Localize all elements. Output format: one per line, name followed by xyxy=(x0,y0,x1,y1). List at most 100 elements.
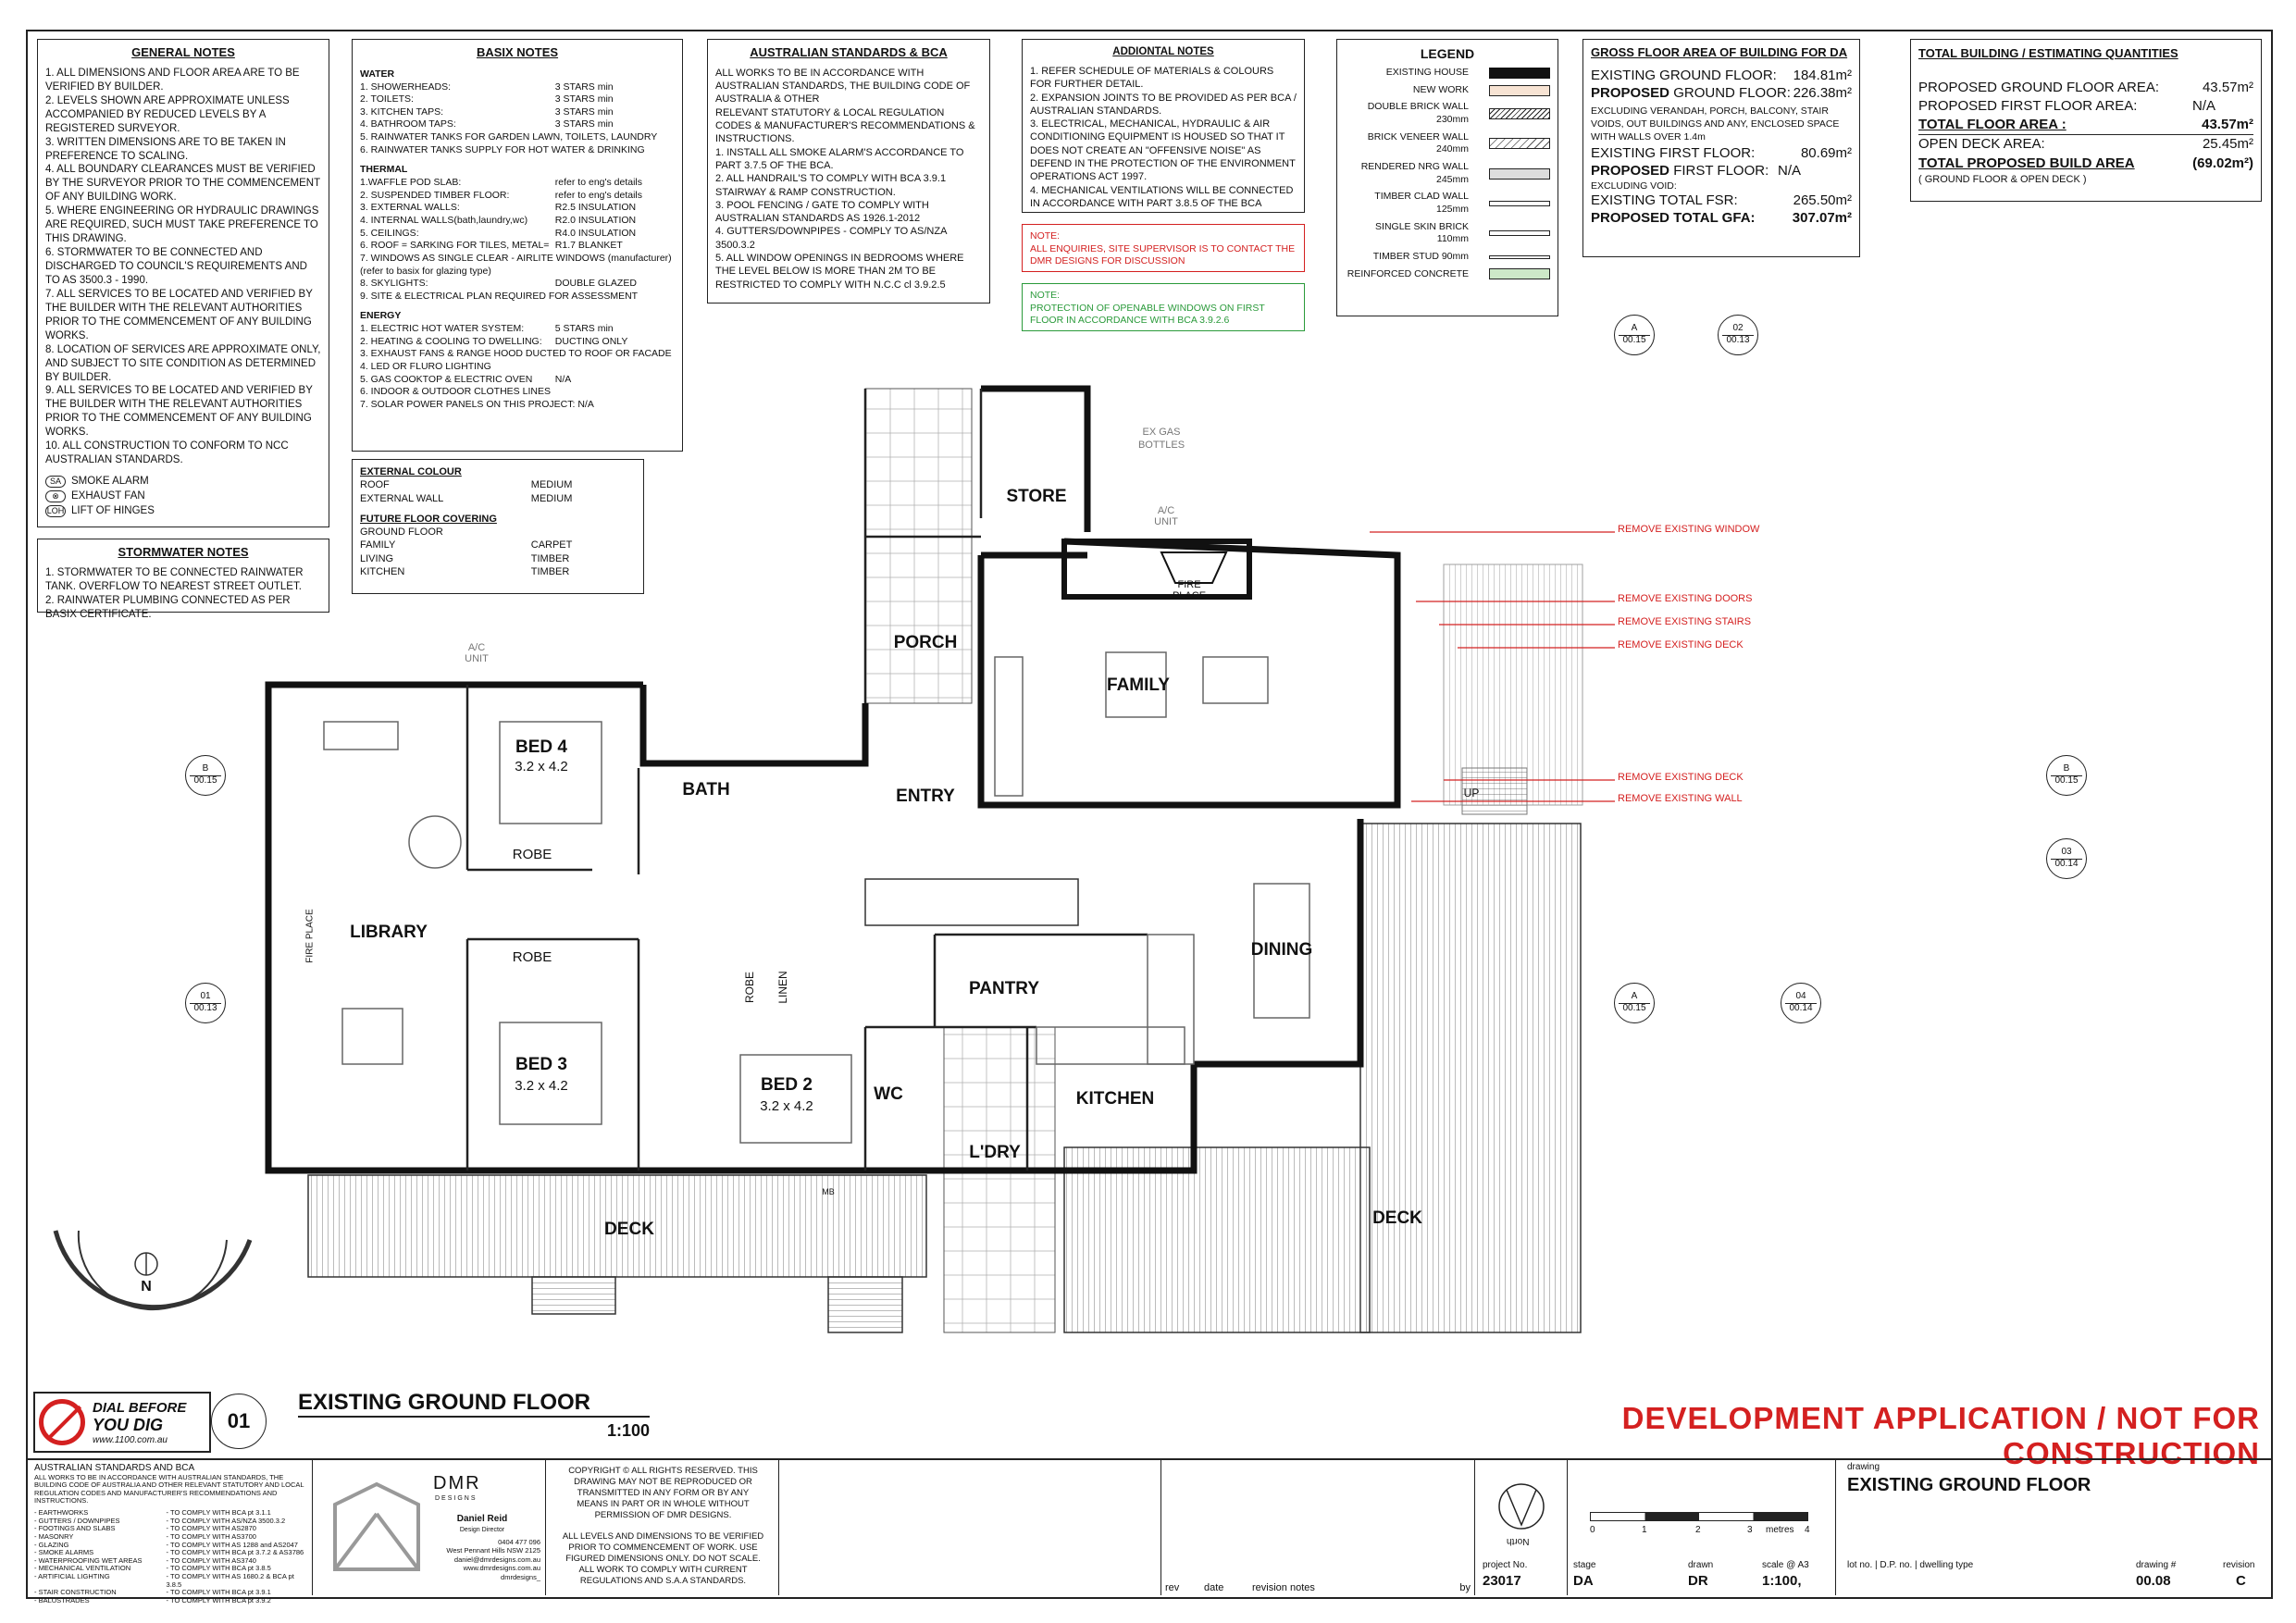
basix-thermal-row-label: 2. SUSPENDED TIMBER FLOOR: xyxy=(360,189,510,201)
general-note-item: 4. ALL BOUNDARY CLEARANCES MUST BE VERIF… xyxy=(45,164,320,204)
qty-row-3: TOTAL FLOOR AREA :43.57m² xyxy=(1918,116,2253,136)
green-note-title: NOTE: xyxy=(1030,290,1061,301)
basix-thermal-row-value: refer to eng's details xyxy=(554,189,643,201)
additional-notes-list: 1. REFER SCHEDULE OF MATERIALS & COLOURS… xyxy=(1030,65,1297,210)
laundry-tiles xyxy=(943,1026,1056,1333)
bed3-bed xyxy=(499,1022,602,1125)
fireplace-block xyxy=(1061,539,1252,600)
existing-walls xyxy=(265,385,1401,1174)
legend-swatch xyxy=(1489,268,1550,280)
tb-standard-row: - BALUSTRADES- TO COMPLY WITH BCA pt 3.9… xyxy=(34,1596,309,1605)
tb-standard-item: - MECHANICAL VENTILATION xyxy=(34,1564,131,1573)
demolition-note: REMOVE EXISTING DECK xyxy=(1618,772,1744,783)
stair-up-label: UP xyxy=(1463,787,1480,799)
scale-bar-label: metres xyxy=(1766,1525,1794,1535)
basix-energy-row-label: 2. HEATING & COOLING TO DWELLING: xyxy=(360,335,542,347)
basix-water-row-value: 3 STARS min xyxy=(554,118,614,130)
section-marker-ref: 00.13 xyxy=(1722,334,1754,346)
stormwater-notes-title: STORMWATER NOTES xyxy=(118,545,249,559)
external-colour-row-value: MEDIUM xyxy=(530,492,573,504)
family-sofa xyxy=(994,656,1024,797)
tb-standard-item: - EARTHWORKS xyxy=(34,1508,89,1517)
room-bed2: BED 2 xyxy=(761,1075,813,1095)
tb-standard-row: - WATERPROOFING WET AREAS- TO COMPLY WIT… xyxy=(34,1556,309,1566)
general-notes-title: GENERAL NOTES xyxy=(131,45,235,59)
legend-swatch xyxy=(1489,230,1550,237)
tb-drawing: drawing EXISTING GROUND FLOOR lot no. | … xyxy=(1836,1460,2271,1595)
legend-row: RENDERED NRG WALL 245mm xyxy=(1345,161,1550,186)
tb-copyright: COPYRIGHT © ALL RIGHTS RESERVED. THIS DR… xyxy=(548,1460,779,1595)
library-table xyxy=(408,815,462,869)
tb-by-label: by xyxy=(1459,1582,1471,1593)
family-sofa-2 xyxy=(1202,656,1269,704)
tb-standard-item: - MASONRY xyxy=(34,1531,74,1541)
legend-swatch xyxy=(1489,68,1550,79)
tb-standard-ref: - TO COMPLY WITH AS2870 xyxy=(166,1524,256,1533)
basix-energy-list: 1. ELECTRIC HOT WATER SYSTEM:5 STARS min… xyxy=(360,323,675,411)
qty-row-2: PROPOSED FIRST FLOOR AREA:N/A xyxy=(1918,97,2216,114)
legend-swatch xyxy=(1489,138,1550,150)
tb-drawing-label: drawing xyxy=(1847,1462,1880,1472)
aus-standard-item: RELEVANT STATUTORY & LOCAL REGULATION CO… xyxy=(715,106,975,145)
general-note-item: 3. WRITTEN DIMENSIONS ARE TO BE TAKEN IN… xyxy=(45,136,286,162)
porch-tiles xyxy=(864,388,973,704)
stormwater-note-item: 2. RAINWATER PLUMBING CONNECTED AS PER B… xyxy=(45,594,291,620)
scale-bar-label: 3 xyxy=(1747,1525,1753,1535)
legend-swatch xyxy=(1489,108,1550,120)
tb-standard-item: - GLAZING xyxy=(34,1540,69,1549)
basix-energy-extra: 6. INDOOR & OUTDOOR CLOTHES LINES xyxy=(360,386,551,398)
general-note-item: 1. ALL DIMENSIONS AND FLOOR AREA ARE TO … xyxy=(45,67,300,93)
tb-company: DMR DESIGNS Daniel Reid Design Director … xyxy=(315,1460,546,1595)
tb-standard-row: - MECHANICAL VENTILATION- TO COMPLY WITH… xyxy=(34,1565,309,1573)
room-bed3: BED 3 xyxy=(515,1055,567,1074)
qty-row-4: OPEN DECK AREA:25.45m² xyxy=(1918,136,2253,153)
title-block xyxy=(28,1458,2271,1599)
australian-standards-list: ALL WORKS TO BE IN ACCORDANCE WITH AUSTR… xyxy=(715,67,982,291)
basix-thermal-row: 6. ROOF = SARKING FOR TILES, METAL=R1.7 … xyxy=(360,240,675,253)
basix-energy-row-label: 5. GAS COOKTOP & ELECTRIC OVEN xyxy=(360,373,533,385)
basix-water-row: 1. SHOWERHEADS:3 STARS min xyxy=(360,81,675,94)
library-sofa xyxy=(323,721,399,750)
basix-notes-title: BASIX NOTES xyxy=(476,45,559,59)
general-note-item: 7. ALL SERVICES TO BE LOCATED AND VERIFI… xyxy=(45,288,313,341)
legend-row: REINFORCED CONCRETE xyxy=(1345,268,1550,281)
basix-thermal-row: 8. SKYLIGHTS:DOUBLE GLAZED xyxy=(360,278,675,291)
section-marker-ref: 00.14 xyxy=(1785,1002,1817,1014)
scale-bar-label: 4 xyxy=(1805,1525,1810,1535)
tb-drawing-no: 00.08 xyxy=(2136,1573,2171,1589)
floor-covering-row-label: KITCHEN xyxy=(360,566,405,578)
tb-project: North project No. 23017 xyxy=(1475,1460,1568,1595)
section-marker-ref: 00.15 xyxy=(1619,1002,1650,1014)
ac-unit-label: A/C UNIT xyxy=(465,642,489,664)
tb-standard-row: - GLAZING- TO COMPLY WITH AS 1288 and AS… xyxy=(34,1540,309,1550)
qty-row-6: ( GROUND FLOOR & OPEN DECK ) xyxy=(1918,173,2087,185)
general-note-item: 8. LOCATION OF SERVICES ARE APPROXIMATE … xyxy=(45,343,321,383)
dial-before-you-dig: DIAL BEFORE YOU DIG www.1100.com.au xyxy=(33,1392,211,1453)
room-robe-bed4: ROBE xyxy=(512,847,552,862)
legend-label: SINGLE SKIN BRICK 110mm xyxy=(1375,220,1469,245)
gfa-proposed-total: PROPOSED TOTAL GFA:307.07m² xyxy=(1591,209,1852,226)
additional-note-item: 3. ELECTRICAL, MECHANICAL, HYDRAULIC & A… xyxy=(1030,118,1296,183)
basix-water-row: 3. KITCHEN TAPS:3 STARS min xyxy=(360,106,675,119)
legend-swatch xyxy=(1489,167,1550,180)
room-dining: DINING xyxy=(1250,940,1313,960)
tb-standard-item: - FOOTINGS AND SLABS xyxy=(34,1524,116,1533)
legend-label: RENDERED NRG WALL 245mm xyxy=(1360,161,1469,185)
general-note-item: 5. WHERE ENGINEERING OR HYDRAULIC DRAWIN… xyxy=(45,205,319,245)
room-linen: LINEN xyxy=(776,971,789,1004)
section-marker-letter: B xyxy=(202,763,209,774)
room-kitchen: KITCHEN xyxy=(1075,1089,1155,1109)
section-marker-letter: A xyxy=(1631,991,1638,1001)
stormwater-notes-panel: STORMWATER NOTES 1. STORMWATER TO BE CON… xyxy=(37,539,329,620)
room-library-fireplace: FIRE PLACE xyxy=(304,909,316,963)
section-marker-ref: 00.15 xyxy=(2051,774,2082,787)
basix-thermal-row-value: R1.7 BLANKET xyxy=(554,240,623,252)
bed2-bed xyxy=(739,1054,852,1144)
gfa-panel: GROSS FLOOR AREA OF BUILDING FOR DA EXIS… xyxy=(1582,39,1860,257)
